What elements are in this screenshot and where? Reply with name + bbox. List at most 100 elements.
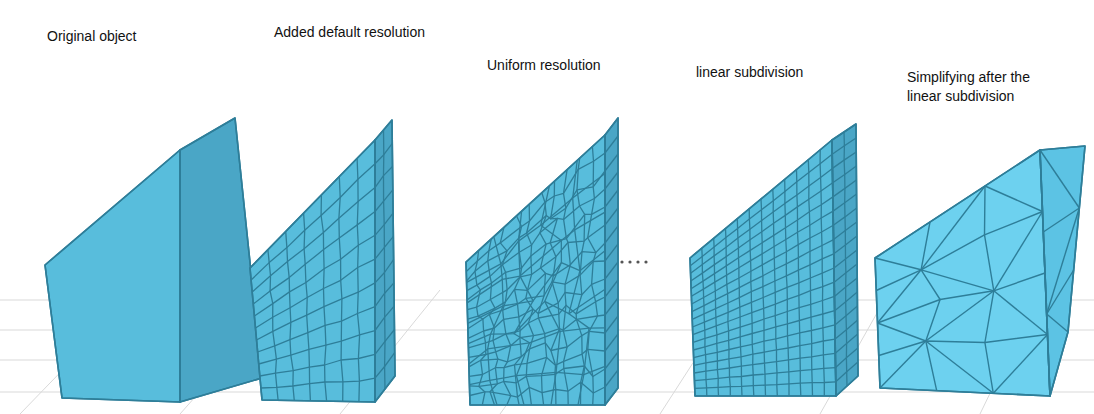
mesh-line [286, 231, 295, 400]
caption-label: Uniform resolution [487, 56, 601, 75]
mesh-line [749, 209, 754, 396]
mesh-line [761, 199, 766, 396]
dot [620, 260, 623, 263]
mesh-line [985, 186, 1043, 212]
mesh-line [879, 335, 1048, 356]
mesh-line [256, 259, 376, 328]
object-face [690, 140, 836, 396]
mesh-line [260, 354, 375, 376]
wedge-object [466, 118, 618, 405]
wedge-object [690, 124, 858, 396]
mesh-line [605, 352, 618, 369]
mesh-line [921, 222, 940, 391]
mesh-line [737, 219, 742, 396]
mesh-line [875, 258, 921, 270]
mesh-line [261, 378, 375, 388]
object-face [250, 140, 375, 402]
mesh-line [773, 189, 778, 396]
mesh-line [605, 226, 618, 243]
mesh-line [605, 316, 618, 333]
object-face [375, 120, 395, 402]
mesh-line [1043, 208, 1079, 232]
mesh-line [605, 172, 618, 189]
caption-label: Original object [47, 27, 137, 46]
mesh-line [514, 211, 533, 405]
mesh-line [541, 186, 562, 405]
dot [644, 260, 647, 263]
mesh-line [921, 270, 994, 291]
caption-label: Added default resolution [274, 23, 425, 42]
mesh-line [605, 244, 618, 261]
object-face [375, 120, 395, 402]
wedge-object [250, 120, 395, 402]
mesh-line [468, 251, 605, 324]
mesh-line [339, 177, 343, 402]
object-face [180, 118, 262, 402]
object-face [875, 150, 1050, 396]
mesh-line [466, 153, 605, 272]
mesh-line [569, 160, 589, 405]
mesh-line [321, 195, 327, 401]
ellipsis-dots [620, 260, 647, 263]
object-face [466, 135, 605, 405]
mesh-line [469, 328, 605, 364]
mesh-line [605, 280, 618, 297]
object-face [466, 135, 605, 405]
object-face [875, 150, 1050, 396]
mesh-line [605, 334, 618, 351]
object-face [1040, 146, 1085, 396]
object-face [180, 118, 262, 402]
mesh-line [1040, 150, 1079, 208]
object-face [832, 124, 858, 396]
mesh-line [605, 208, 618, 225]
mesh-line [488, 237, 503, 405]
mesh-line [384, 130, 386, 389]
mesh-line [993, 335, 1047, 394]
dot [628, 260, 631, 263]
mesh-line [605, 154, 618, 171]
mesh-line [605, 370, 618, 387]
caption-label: linear subdivision [696, 63, 803, 82]
mesh-line [467, 212, 605, 303]
mesh-line [714, 238, 719, 396]
mesh-line [467, 174, 605, 283]
mesh-line [470, 382, 605, 397]
mesh-line [926, 341, 994, 393]
mesh-line [844, 132, 847, 386]
mesh-line [702, 248, 707, 396]
mesh-line [878, 270, 922, 323]
object-face [1040, 146, 1085, 396]
mesh-line [876, 212, 1042, 291]
mesh-line [605, 262, 618, 279]
mesh-line [726, 229, 731, 397]
object-face [45, 150, 180, 402]
mesh-line [605, 136, 618, 153]
wedge-object [45, 118, 262, 402]
mesh-line [921, 186, 985, 270]
mesh-line [1047, 314, 1068, 332]
dot [636, 260, 639, 263]
mesh-line [605, 298, 618, 315]
object-face [250, 140, 375, 402]
mesh-line [357, 158, 360, 401]
mesh-line [605, 190, 618, 207]
object-face [605, 118, 618, 405]
mesh-line [808, 160, 812, 396]
mesh-line [994, 291, 1048, 335]
mesh-line [820, 150, 824, 396]
object-face [605, 118, 618, 405]
object-face [832, 124, 858, 396]
mesh-line [926, 291, 994, 341]
object-face [690, 140, 836, 396]
object-face [45, 150, 180, 402]
mesh-line [797, 170, 801, 397]
mesh-line [994, 212, 1043, 291]
mesh-line [469, 315, 605, 357]
mesh-line [878, 323, 926, 341]
mesh-line [468, 289, 605, 343]
mesh-line [304, 213, 311, 401]
mesh-line [550, 181, 559, 405]
wedge-object [875, 146, 1085, 396]
mesh-line [785, 179, 789, 396]
